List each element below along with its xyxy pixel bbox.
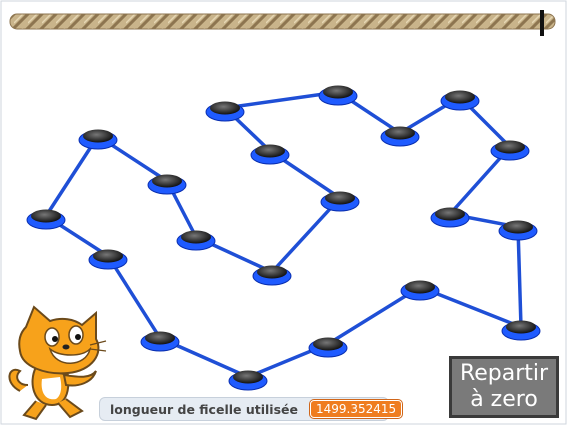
- reset-button-label-line1: Repartir: [459, 361, 549, 386]
- peg: [140, 331, 180, 352]
- peg: [308, 337, 348, 358]
- variable-monitor: longueur de ficelle utilisée 1499.352415: [99, 397, 403, 421]
- peg: [176, 230, 216, 251]
- monitor-label: longueur de ficelle utilisée: [110, 401, 298, 417]
- peg: [147, 174, 187, 195]
- monitor-value: 1499.352415: [309, 400, 403, 418]
- rope-end-marker: [540, 10, 544, 36]
- peg: [498, 220, 538, 241]
- peg: [430, 207, 470, 228]
- peg: [252, 265, 292, 286]
- peg: [250, 144, 290, 165]
- peg: [26, 209, 66, 230]
- reset-button-label-line2: à zero: [470, 387, 538, 412]
- peg: [78, 129, 118, 150]
- reset-button[interactable]: Repartir à zero: [449, 356, 559, 418]
- peg: [205, 101, 245, 122]
- peg: [501, 320, 541, 341]
- peg: [440, 90, 480, 111]
- scratch-cat-icon: [8, 305, 107, 421]
- peg: [228, 370, 268, 391]
- peg: [88, 249, 128, 270]
- peg-group: [26, 85, 541, 391]
- peg: [320, 191, 360, 212]
- peg: [490, 140, 530, 161]
- rope-icon: [9, 13, 556, 30]
- peg: [318, 85, 358, 106]
- peg: [380, 126, 420, 147]
- peg: [400, 280, 440, 301]
